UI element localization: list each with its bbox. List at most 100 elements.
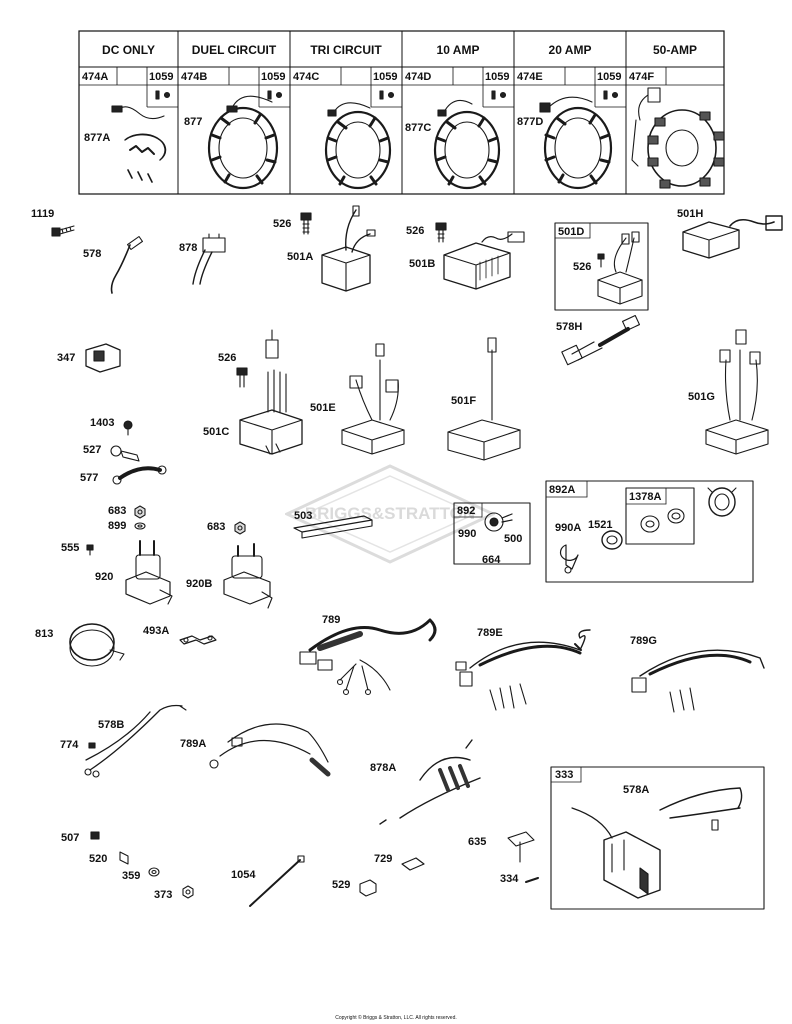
regulator-501f-drawing (447, 337, 521, 461)
clamp-527-drawing (110, 445, 140, 462)
copyright-notice: Copyright © Briggs & Stratton, LLC. All … (335, 1015, 457, 1021)
header-dc-only: DC ONLY (102, 43, 155, 57)
part-label-577: 577 (80, 472, 99, 484)
part-label-877: 877 (184, 116, 203, 128)
box-892a (545, 480, 754, 583)
part-347-drawing (85, 343, 121, 373)
regulator-501h-drawing (682, 215, 783, 259)
bracket-493a-drawing (179, 635, 217, 645)
part-label-990: 990 (458, 528, 477, 540)
part-label-1059: 1059 (373, 71, 398, 83)
washer-899-drawing (134, 522, 146, 530)
clip-729-drawing (401, 857, 425, 871)
part-label-774: 774 (60, 739, 79, 751)
part-label-501b: 501B (409, 258, 436, 270)
part-label-578h: 578H (556, 321, 583, 333)
harness-789-drawing (299, 618, 437, 696)
part-label-520: 520 (89, 853, 108, 865)
screw-774-drawing (88, 742, 96, 749)
part-label-877c: 877C (405, 122, 432, 134)
part-label-359: 359 (122, 870, 141, 882)
part-label-501e: 501E (310, 402, 336, 414)
part-label-892: 892 (457, 505, 476, 517)
part-label-899: 899 (108, 520, 127, 532)
part-label-877d: 877D (517, 116, 544, 128)
fastener-icons (155, 90, 619, 100)
regulator-501a-drawing (321, 205, 376, 292)
part-label-555: 555 (61, 542, 80, 554)
part-label-1521: 1521 (588, 519, 613, 531)
part-label-501g: 501G (688, 391, 715, 403)
part-label-920b: 920B (186, 578, 213, 590)
part-label-990a: 990A (555, 522, 582, 534)
header-10-amp: 10 AMP (436, 43, 480, 57)
cable-577-drawing (112, 465, 167, 485)
wire-578h-drawing (561, 314, 641, 366)
part-label-578b: 578B (98, 719, 125, 731)
harness-878a-drawing (379, 739, 481, 825)
part-label-729: 729 (374, 853, 393, 865)
stator-877-drawing (207, 95, 279, 190)
part-label-503: 503 (294, 510, 313, 522)
part-503-drawing (293, 515, 373, 539)
part-label-789a: 789A (180, 738, 207, 750)
part-label-500: 500 (504, 533, 523, 545)
part-label-877a: 877A (84, 132, 111, 144)
part-label-334: 334 (500, 873, 519, 885)
regulator-501c-drawing (239, 329, 303, 455)
part-label-474a: 474A (82, 71, 109, 83)
part-label-878a: 878A (370, 762, 397, 774)
part-label-474e: 474E (517, 71, 543, 83)
part-label-526: 526 (218, 352, 237, 364)
part-label-878: 878 (179, 242, 198, 254)
part-label-892a: 892A (549, 484, 576, 496)
wire-578-drawing (110, 235, 144, 294)
stator-877a-drawing (111, 105, 167, 183)
part-label-526: 526 (273, 218, 292, 230)
part-label-529: 529 (332, 879, 351, 891)
screw-555-drawing (86, 544, 94, 556)
part-label-1059: 1059 (149, 71, 174, 83)
part-label-527: 527 (83, 444, 102, 456)
screw-526b-drawing (435, 222, 447, 243)
regulator-501e-drawing (341, 343, 405, 455)
wire-578b-drawing (84, 704, 187, 778)
part-label-501c: 501C (203, 426, 230, 438)
ignition-switch-drawing (707, 487, 737, 517)
cable-789a-drawing (209, 723, 331, 777)
part-label-1378a: 1378A (629, 491, 662, 503)
header-duel-circuit: DUEL CIRCUIT (191, 43, 277, 57)
part-label-1403: 1403 (90, 417, 115, 429)
part-label-501h: 501H (677, 208, 704, 220)
box-333 (550, 766, 765, 910)
nut-1521-drawing (601, 530, 623, 550)
key-990a-drawing (559, 544, 579, 574)
part-label-474c: 474C (293, 71, 320, 83)
nut-683-drawing (134, 505, 146, 519)
part-label-347: 347 (57, 352, 76, 364)
box-892 (453, 502, 531, 565)
part-label-920: 920 (95, 571, 114, 583)
screw-526c-drawing (597, 253, 605, 268)
part-label-1119: 1119 (31, 208, 55, 220)
screw-526-drawing (300, 212, 312, 235)
part-label-1059: 1059 (597, 71, 622, 83)
regulator-501g-drawing (705, 329, 769, 455)
clip-520-drawing (119, 851, 129, 865)
part-label-474d: 474D (405, 71, 432, 83)
coil-333-drawing (571, 807, 661, 899)
stator-474c-drawing (324, 102, 392, 190)
part-label-493a: 493A (143, 625, 170, 637)
stator-877d-drawing (539, 96, 613, 190)
regulator-501d-drawing (597, 231, 643, 305)
clamp-813-drawing (69, 623, 125, 667)
box-501d (554, 222, 649, 311)
part-label-474f: 474F (629, 71, 655, 83)
nut-683b-drawing (234, 521, 246, 535)
header-tri-circuit: TRI CIRCUIT (310, 43, 382, 57)
part-label-578a: 578A (623, 784, 650, 796)
boot-635-drawing (507, 831, 535, 863)
connector-878-drawing (192, 233, 226, 285)
